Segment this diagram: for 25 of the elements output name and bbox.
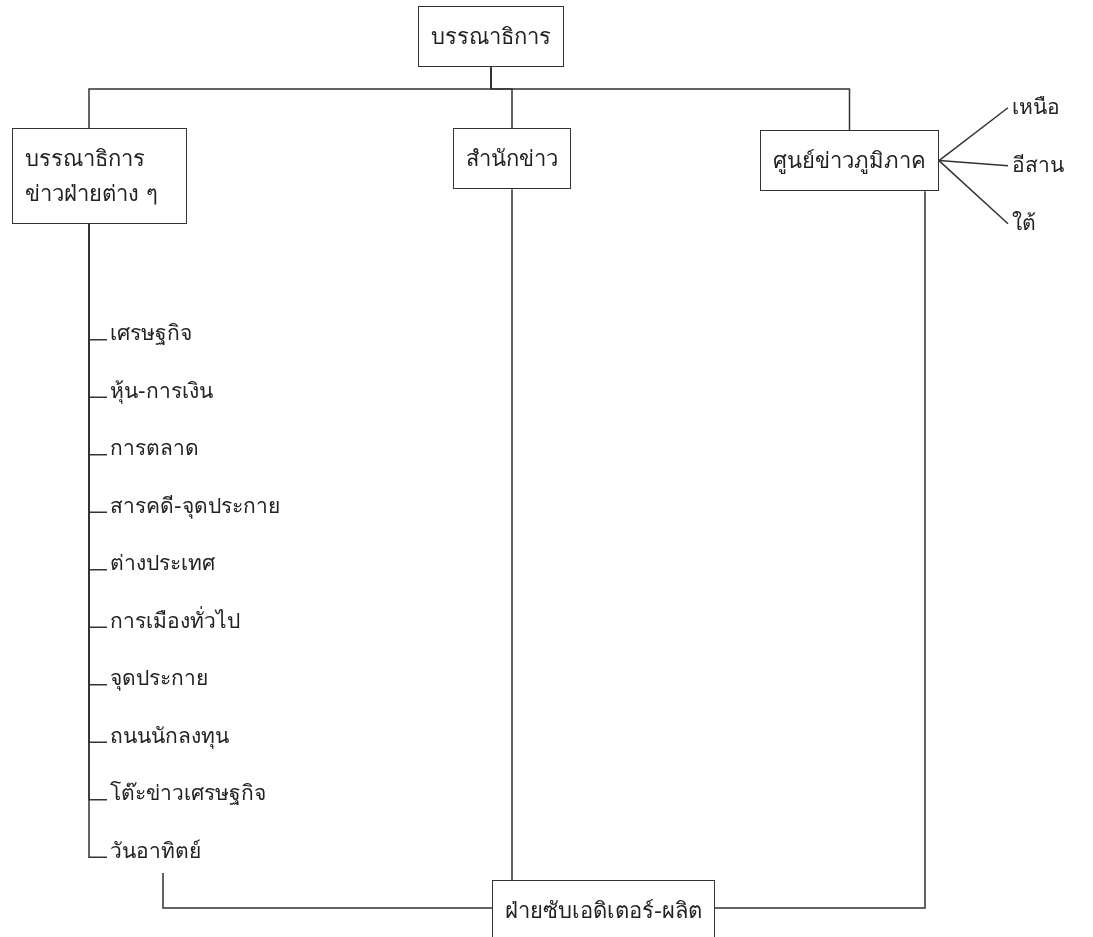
- unit-label: การเมืองทั่วไป: [110, 605, 240, 637]
- unit-label: ต่างประเทศ: [110, 548, 215, 580]
- org-box: บรรณาธิการข่าวฝ่ายต่าง ๆ: [12, 128, 187, 225]
- unit-label: สารคดี-จุดประกาย: [110, 490, 280, 522]
- unit-label: ใต้: [1012, 208, 1036, 240]
- org-box: บรรณาธิการ: [418, 6, 564, 68]
- connector-line: [511, 188, 513, 881]
- org-box: สำนักข่าว: [453, 128, 571, 190]
- connector-line: [938, 159, 1009, 167]
- connector-line: [490, 66, 851, 131]
- unit-label: จุดประกาย: [110, 663, 208, 695]
- unit-label: หุ้น-การเงิน: [110, 375, 213, 407]
- connector-line: [938, 159, 1009, 225]
- connector-line: [938, 107, 1009, 162]
- unit-label: ถนนนักลงทุน: [110, 720, 229, 752]
- unit-label: โต๊ะข่าวเศรษฐกิจ: [110, 778, 266, 810]
- unit-label: วันอาทิตย์: [110, 835, 201, 867]
- org-box: ฝ่ายซับเอดิเตอร์-ผลิต: [492, 880, 715, 937]
- unit-label: เศรษฐกิจ: [110, 318, 192, 350]
- unit-label: อีสาน: [1012, 150, 1064, 182]
- unit-label: เหนือ: [1012, 92, 1060, 124]
- connector-line: [162, 872, 493, 909]
- org-box: ศูนย์ข่าวภูมิภาค: [760, 130, 939, 192]
- unit-label: การตลาด: [110, 433, 199, 465]
- connector-line: [714, 190, 926, 909]
